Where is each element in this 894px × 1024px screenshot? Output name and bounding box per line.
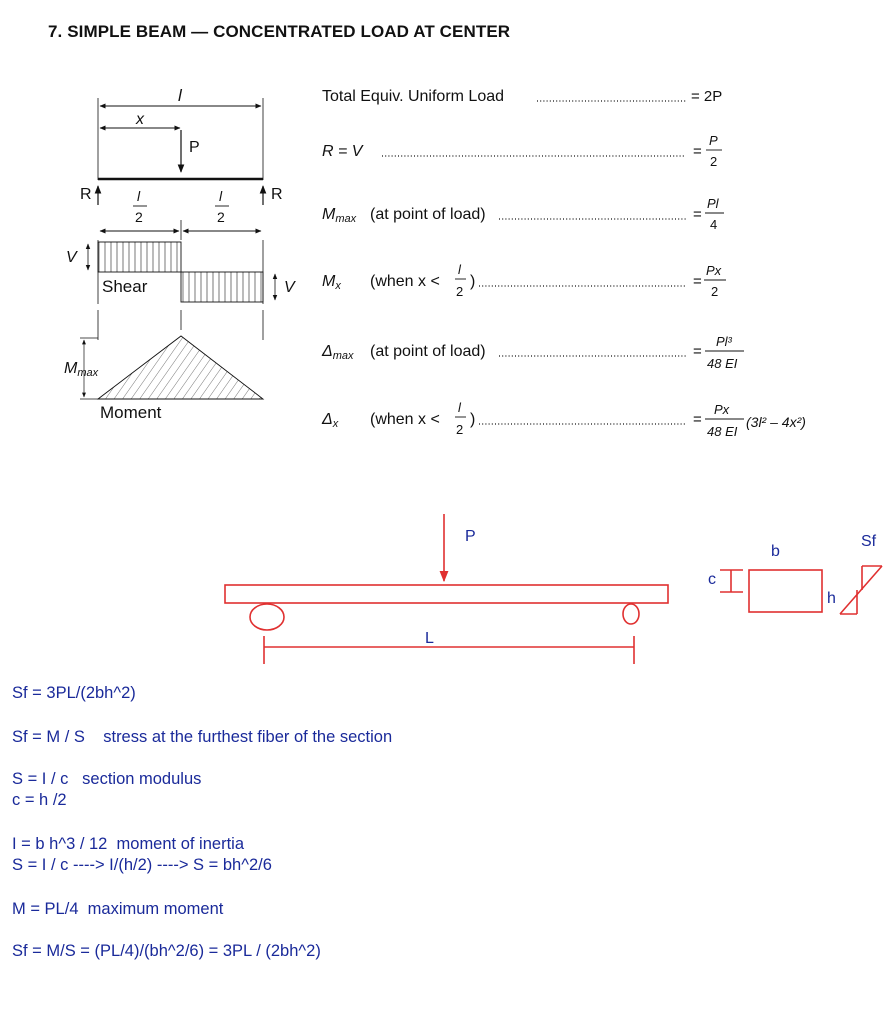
- sketch-labels: P L b h c Sf: [425, 528, 877, 647]
- x-label: x: [135, 111, 145, 128]
- shear-v-label-right: V: [284, 279, 296, 296]
- mmax-desc: (at point of load): [370, 206, 486, 223]
- moment-caption: Moment: [100, 403, 162, 422]
- rv-den: 2: [710, 154, 717, 169]
- mx-desc: (when x <: [370, 273, 440, 290]
- shear-block-positive: [97, 241, 182, 273]
- dx-tail: (3l² – 4x²): [746, 414, 806, 430]
- length-label: l: [178, 86, 183, 105]
- dx-desc: (when x <: [370, 411, 440, 428]
- beam-labels: l x P R R l 2 l 2 V V Shear Mmax Moment: [64, 86, 296, 422]
- half-den-left: 2: [135, 209, 143, 225]
- formula-table: Total Equiv. Uniform Load = 2P R = V = P…: [321, 88, 806, 439]
- dmax-equals: =: [693, 343, 702, 360]
- dmax-symbol: Δmax: [321, 343, 354, 362]
- half-num-left: l: [137, 188, 141, 204]
- dx-equals: =: [693, 411, 702, 428]
- dx-symbol: Δx: [321, 411, 339, 430]
- mmax-den: 4: [710, 217, 717, 232]
- sketch-support-left: [249, 603, 285, 631]
- sketch-span-label: L: [425, 630, 434, 647]
- dx-num: Px: [714, 402, 730, 417]
- note-line-7: M = PL/4 maximum moment: [12, 900, 224, 918]
- shear-block-negative: [180, 271, 264, 303]
- note-line-2: Sf = M / S stress at the furthest fiber …: [12, 728, 393, 746]
- note-line-5: I = b h^3 / 12 moment of inertia: [12, 835, 244, 853]
- mmax-symbol: Mmax: [322, 206, 357, 225]
- mx-den: 2: [711, 284, 718, 299]
- mx-equals: =: [693, 273, 702, 290]
- sketch-support-right: [622, 603, 640, 625]
- sketch-section: [748, 569, 823, 613]
- mx-frac-den: 2: [456, 284, 463, 299]
- sketch-stress-line: [839, 565, 883, 615]
- note-line-1: Sf = 3PL/(2bh^2): [12, 684, 136, 702]
- page-title: 7. SIMPLE BEAM — CONCENTRATED LOAD AT CE…: [48, 22, 511, 41]
- mx-num: Px: [706, 263, 722, 278]
- mx-symbol: Mx: [322, 273, 341, 292]
- dx-frac-num: l: [458, 400, 462, 415]
- note-line-4: c = h /2: [12, 791, 67, 809]
- beam-diagram: [80, 98, 278, 400]
- reaction-label-right: R: [271, 186, 283, 203]
- sketch-c-label: c: [708, 571, 716, 588]
- note-line-8: Sf = M/S = (PL/4)/(bh^2/6) = 3PL / (2bh^…: [12, 942, 321, 960]
- half-den-right: 2: [217, 209, 225, 225]
- dmax-num: Pl³: [716, 334, 733, 349]
- mx-frac-num: l: [458, 262, 462, 277]
- sketch-width-label: b: [771, 543, 780, 560]
- total-equiv-value: = 2P: [691, 88, 722, 105]
- rv-num: P: [709, 133, 718, 148]
- dx-den: 48 EI: [707, 424, 738, 439]
- sketch-stress-label: Sf: [861, 533, 877, 550]
- sketch-beam: [224, 584, 669, 604]
- mmax-label: Mmax: [64, 360, 99, 379]
- dx-frac-den: 2: [456, 422, 463, 437]
- shear-v-label-left: V: [66, 249, 78, 266]
- reaction-label-left: R: [80, 186, 92, 203]
- total-equiv-label: Total Equiv. Uniform Load: [322, 88, 504, 105]
- load-label: P: [189, 139, 200, 156]
- note-line-3: S = I / c section modulus: [12, 770, 202, 788]
- mmax-equals: =: [693, 206, 702, 223]
- rv-equals: =: [693, 143, 702, 160]
- moment-triangle: [96, 335, 265, 400]
- half-num-right: l: [219, 188, 223, 204]
- beam-sketch: [224, 514, 883, 664]
- rv-label: R = V: [322, 143, 364, 160]
- shear-caption: Shear: [102, 277, 148, 296]
- sketch-load-label: P: [465, 528, 476, 545]
- sketch-height-label: h: [827, 590, 836, 607]
- dmax-desc: (at point of load): [370, 343, 486, 360]
- dmax-den: 48 EI: [707, 356, 738, 371]
- mmax-num: Pl: [707, 196, 720, 211]
- svg-text:): ): [470, 273, 475, 290]
- note-line-6: S = I / c ----> I/(h/2) ----> S = bh^2/6: [12, 856, 272, 874]
- svg-text:): ): [470, 411, 475, 428]
